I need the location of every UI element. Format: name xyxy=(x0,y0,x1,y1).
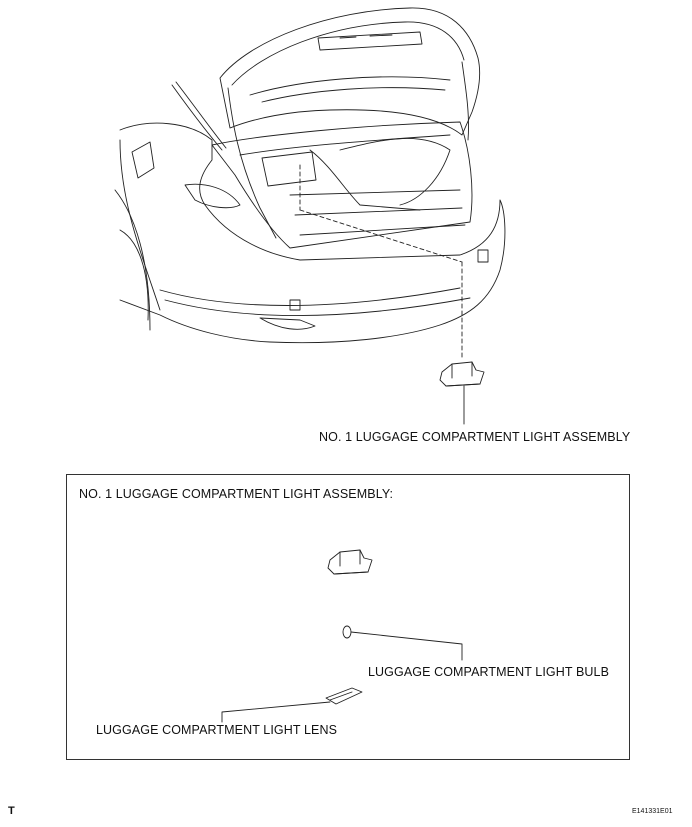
car-body xyxy=(119,122,506,344)
trunk-lid xyxy=(219,7,481,136)
light-assembly-icon xyxy=(439,361,485,387)
figure-id: E141331E01 xyxy=(632,808,673,815)
top-callout-label: NO. 1 LUGGAGE COMPARTMENT LIGHT ASSEMBLY xyxy=(319,430,631,444)
detail-box xyxy=(66,474,630,760)
light-bulb-icon xyxy=(342,625,352,639)
page-marker: T xyxy=(8,805,15,817)
bulb-label: LUGGAGE COMPARTMENT LIGHT BULB xyxy=(368,665,610,679)
detail-box-title: NO. 1 LUGGAGE COMPARTMENT LIGHT ASSEMBLY… xyxy=(79,487,394,501)
trunk-opening xyxy=(211,121,473,249)
light-lens-icon xyxy=(325,687,363,705)
light-housing-icon xyxy=(327,549,373,575)
lens-label: LUGGAGE COMPARTMENT LIGHT LENS xyxy=(96,723,338,737)
